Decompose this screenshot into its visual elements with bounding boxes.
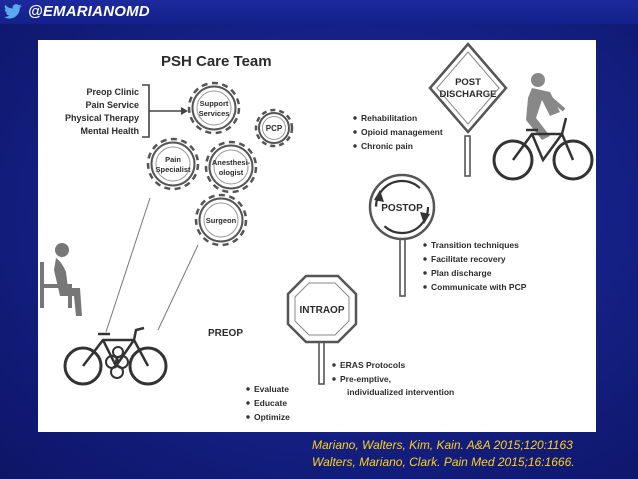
connector-lines: [106, 198, 198, 332]
preop-item: Optimize: [254, 412, 290, 422]
team-member: Physical Therapy: [65, 113, 139, 123]
twitter-bird-icon: [4, 4, 22, 19]
preop-list: Evaluate Educate Optimize: [254, 384, 290, 422]
team-bracket: [142, 85, 166, 137]
post-discharge-item: Chronic pain: [361, 141, 413, 151]
citation-line: Walters, Mariano, Clark. Pain Med 2015;1…: [312, 454, 575, 471]
post-discharge-item: Opioid management: [361, 127, 443, 137]
post-discharge-list: Rehabilitation Opioid management Chronic…: [361, 113, 443, 151]
psh-care-diagram: PSH Care Team Preop Clinic Pain Service …: [38, 40, 596, 432]
postop-list: Transition techniques Facilitate recover…: [431, 240, 527, 292]
sitting-person-icon: [40, 243, 82, 316]
svg-text:Pain: Pain: [165, 155, 181, 164]
post-discharge-item: Rehabilitation: [361, 113, 417, 123]
preop-item: Evaluate: [254, 384, 289, 394]
gear-pcp: PCP: [256, 110, 292, 146]
team-member: Pain Service: [85, 100, 139, 110]
postop-item: Communicate with PCP: [431, 282, 527, 292]
intraop-list: ERAS Protocols Pre-emptive, individualiz…: [340, 360, 454, 397]
postop-sign: POSTOP: [370, 175, 434, 296]
post-discharge-label-line2: DISCHARGE: [439, 89, 496, 100]
svg-text:ologist: ologist: [219, 168, 244, 177]
diagram-title: PSH Care Team: [161, 53, 272, 70]
preop-label: PREOP: [208, 328, 243, 339]
diagram-panel: PSH Care Team Preop Clinic Pain Service …: [38, 40, 596, 432]
top-bar: @EMARIANOMD: [0, 0, 638, 24]
svg-text:Support: Support: [200, 99, 229, 108]
cyclist-icon: [494, 73, 592, 179]
handle-text: @EMARIANOMD: [28, 3, 150, 20]
gear-pain-specialist: Pain Specialist: [148, 139, 198, 189]
postop-item: Plan discharge: [431, 268, 492, 278]
postop-item: Transition techniques: [431, 240, 519, 250]
intraop-item: individualized intervention: [347, 387, 454, 397]
svg-text:Surgeon: Surgeon: [206, 216, 237, 225]
intraop-label: INTRAOP: [300, 305, 345, 316]
intraop-item: Pre-emptive,: [340, 374, 391, 384]
intraop-item: ERAS Protocols: [340, 360, 405, 370]
svg-text:PCP: PCP: [266, 124, 283, 133]
team-list: Preop Clinic Pain Service Physical Thera…: [65, 87, 139, 136]
svg-text:Specialist: Specialist: [155, 165, 191, 174]
gear-anesthesiologist: Anesthesi- ologist: [206, 142, 256, 192]
citations: Mariano, Walters, Kim, Kain. A&A 2015;12…: [312, 437, 575, 471]
team-member: Mental Health: [80, 126, 139, 136]
gear-support-services: Support Services: [189, 83, 239, 133]
svg-text:Anesthesi-: Anesthesi-: [212, 158, 251, 167]
svg-text:Services: Services: [199, 109, 230, 118]
team-member: Preop Clinic: [86, 87, 139, 97]
citation-line: Mariano, Walters, Kim, Kain. A&A 2015;12…: [312, 437, 575, 454]
preop-item: Educate: [254, 398, 287, 408]
twitter-handle[interactable]: @EMARIANOMD: [4, 3, 150, 20]
post-discharge-label-line1: POST: [455, 77, 481, 88]
postop-item: Facilitate recovery: [431, 254, 506, 264]
gear-surgeon: Surgeon: [196, 195, 246, 245]
postop-label: POSTOP: [381, 203, 423, 214]
